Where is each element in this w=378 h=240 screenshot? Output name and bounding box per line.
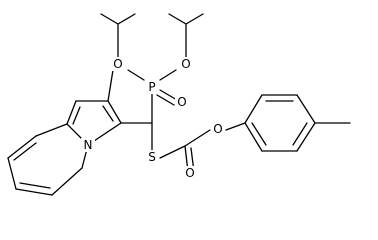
- bond: [244, 94, 263, 124]
- bond: [35, 123, 68, 137]
- bond: [296, 94, 316, 124]
- bond: [292, 122, 308, 146]
- bond: [19, 182, 51, 189]
- bond: [296, 122, 316, 152]
- bond: [107, 100, 122, 124]
- atom-label-layer: O O P O O N S O: [81, 57, 225, 180]
- bond: [159, 69, 177, 81]
- oxygen-label: O: [177, 95, 186, 109]
- bond: [102, 105, 114, 122]
- bond: [72, 106, 81, 125]
- sulfur-label: S: [148, 150, 156, 164]
- bond: [127, 69, 145, 81]
- bond: [159, 89, 178, 101]
- bond: [159, 145, 186, 159]
- bond: [251, 122, 267, 146]
- bond: [51, 167, 83, 196]
- bond: [100, 13, 119, 25]
- bond: [7, 157, 17, 190]
- bond: [15, 188, 53, 196]
- bond: [117, 13, 136, 25]
- nitrogen-label: N: [84, 138, 93, 152]
- bond: [107, 69, 114, 102]
- phosphorus-label: P: [148, 80, 155, 94]
- oxygen-label: O: [213, 122, 222, 136]
- bond: [13, 142, 37, 161]
- oxygen-label: O: [185, 166, 194, 180]
- bond: [66, 100, 77, 125]
- bond: [156, 94, 175, 106]
- bond: [184, 129, 211, 147]
- chemical-structure-diagram: O O P O O N S O: [7, 13, 351, 196]
- bond-layer: [7, 13, 351, 196]
- bond: [168, 13, 187, 25]
- bond: [7, 135, 37, 159]
- bond: [225, 122, 246, 131]
- bond: [244, 122, 263, 152]
- bond: [185, 13, 204, 25]
- oxygen-label: O: [113, 57, 122, 71]
- oxygen-label: O: [181, 57, 190, 71]
